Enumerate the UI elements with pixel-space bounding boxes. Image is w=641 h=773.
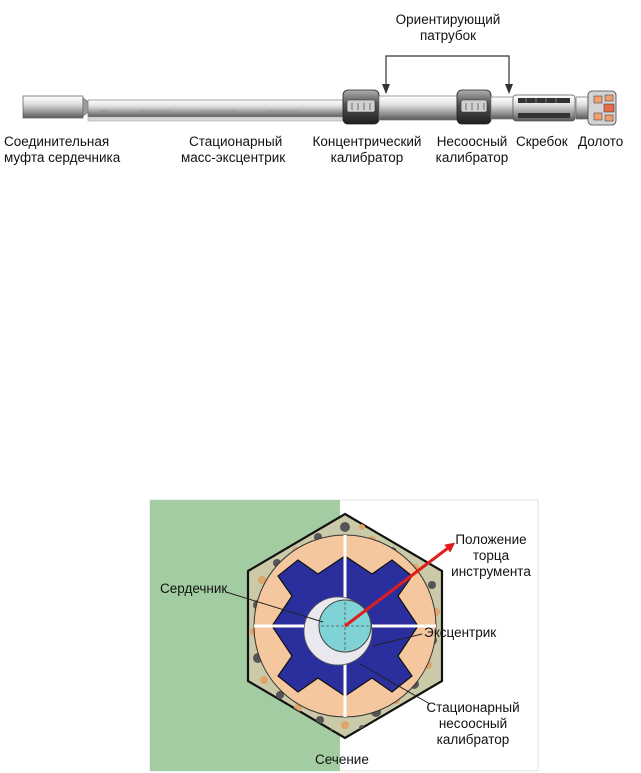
gauge-peach-ring	[253, 534, 437, 718]
label-line: калибратор	[436, 732, 510, 747]
label-line: несоосный	[438, 716, 508, 731]
scraper-label: Скребок	[516, 134, 568, 149]
orienting-sub-label: Ориентирующий патрубок	[385, 12, 511, 44]
label-line: масс-эксцентрик	[181, 150, 286, 165]
section-label: Сечение	[315, 752, 369, 767]
eccentric-gauge-label: Несоосный калибратор	[434, 134, 510, 166]
label-line: калибратор	[330, 150, 404, 165]
label-line: торца	[472, 548, 510, 563]
formation-green	[150, 500, 340, 771]
eccentric-label: Эксцентрик	[424, 625, 497, 640]
core-label: Сердечник	[160, 581, 228, 596]
label-line: Положение	[455, 532, 527, 547]
eccentric-leader	[372, 633, 423, 647]
label-line: Концентрический	[312, 134, 422, 149]
label-line: Стационарный	[426, 700, 520, 715]
label-line: инструмента	[451, 564, 531, 579]
core-leader	[225, 591, 324, 623]
gauge-blue-body	[271, 555, 419, 697]
eccentric-crescent	[303, 596, 373, 666]
bit-shape	[575, 90, 617, 126]
label-line: Несоосный	[436, 134, 508, 149]
stationary-eccentric-body	[87, 99, 344, 122]
cuttings-pebbles	[250, 522, 440, 735]
gauge-white-cross	[254, 535, 436, 717]
orienting-sub-pipe	[378, 95, 458, 121]
scraper-shape	[512, 94, 576, 122]
concentric-gauge-shape	[342, 89, 380, 125]
label-line: калибратор	[435, 150, 509, 165]
label-line: Соединительная	[4, 134, 110, 149]
core-circle	[318, 599, 372, 653]
tool-face-arrow	[344, 542, 456, 628]
core-coupling-shape	[22, 95, 91, 119]
stationary-gauge-label: Стационарный несоосный калибратор	[423, 700, 523, 748]
stationary-gauge-leader	[359, 663, 431, 705]
label-line: патрубок	[419, 28, 477, 43]
bha-drawing	[22, 55, 617, 126]
label-line: муфта сердечника	[4, 150, 121, 165]
label-line: Стационарный	[189, 134, 283, 149]
concentric-gauge-label: Концентрический калибратор	[300, 134, 434, 166]
label-line: Ориентирующий	[395, 12, 501, 27]
tool-face-label: Положение торца инструмента	[448, 532, 534, 580]
eccentric-gauge-shape	[456, 89, 492, 125]
stationary-eccentric-label: Стационарный масс-эксцентрик	[181, 134, 285, 166]
borehole-hexagon	[246, 512, 444, 740]
core-coupling-label: Соединительная муфта сердечника	[4, 134, 120, 166]
short-pipe	[490, 96, 514, 120]
core-dashed-cross	[321, 602, 369, 650]
bit-label: Долото	[578, 134, 624, 149]
orienting-sub-bracket	[382, 55, 513, 94]
